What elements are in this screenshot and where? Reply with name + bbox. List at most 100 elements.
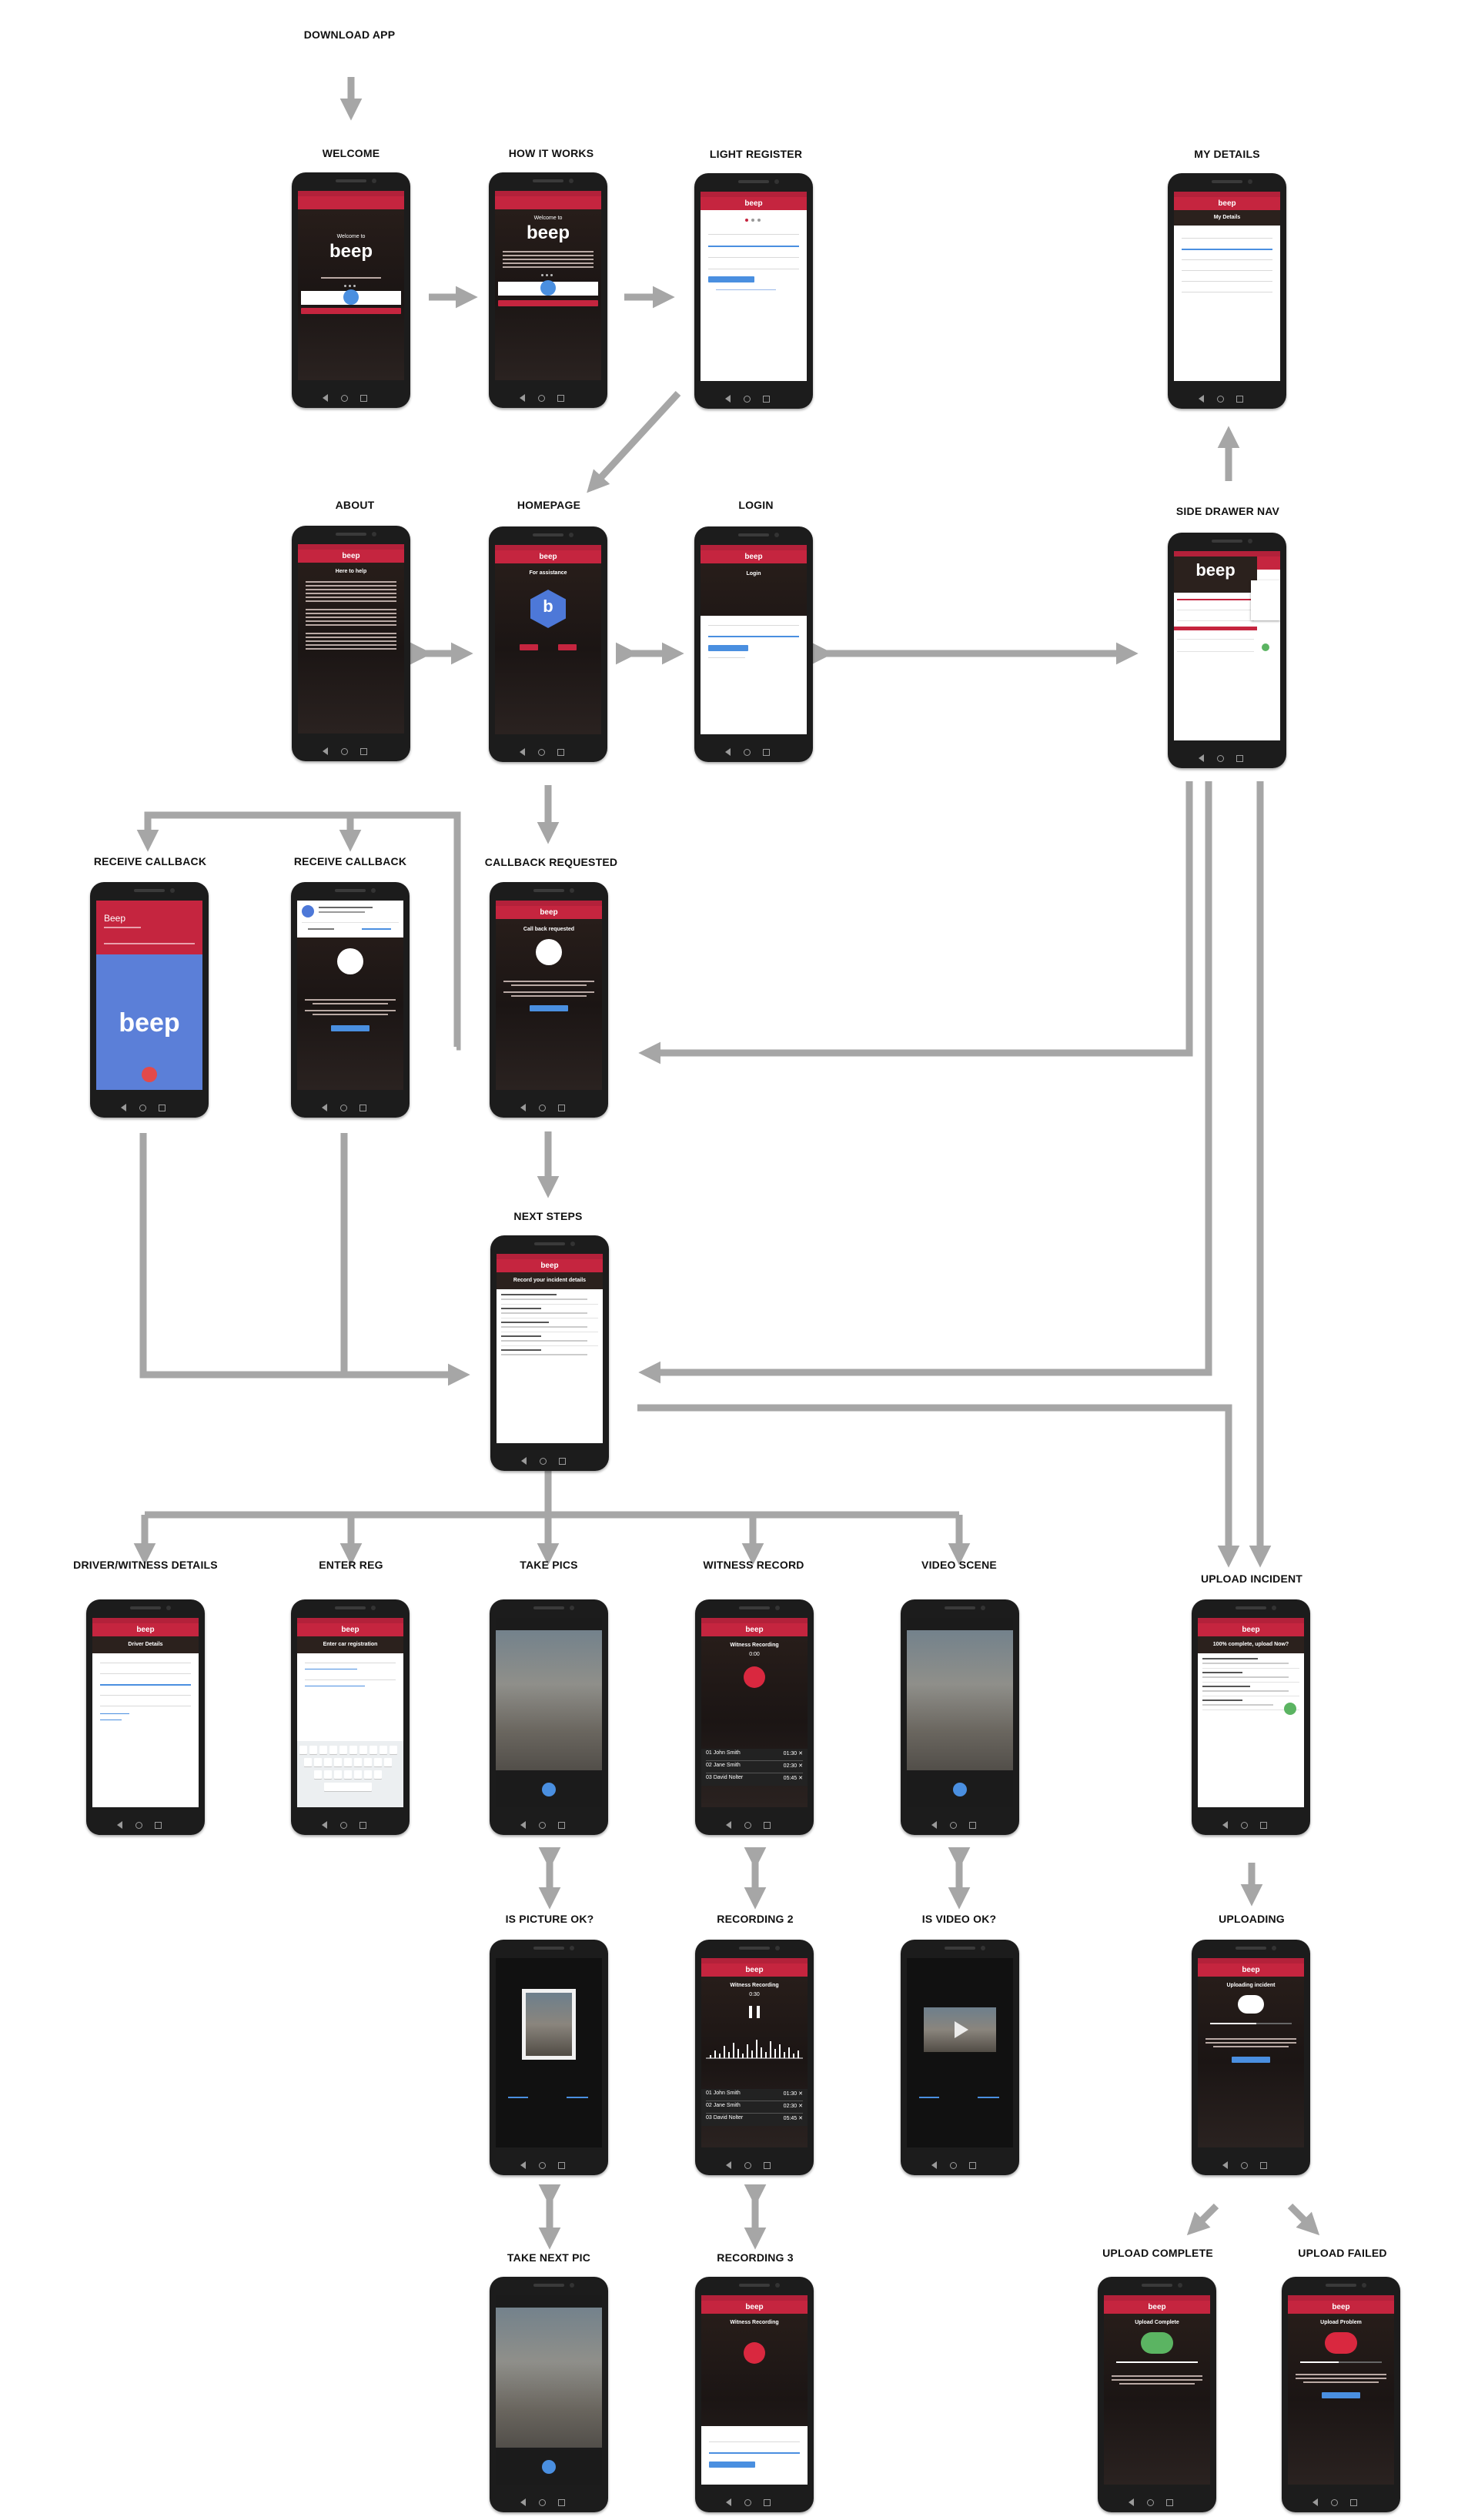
login-submit-button[interactable]	[708, 645, 748, 651]
label-video-scene: VIDEO SCENE	[921, 1559, 997, 1571]
screen-incoming-call: Beep beep	[96, 901, 202, 1090]
upload-complete-title: Upload Complete	[1135, 2320, 1179, 2325]
homepage-title: For assistance	[529, 570, 567, 576]
phone-recording-3[interactable]: beep Witness Recording	[695, 2277, 814, 2512]
phone-callback-requested[interactable]: beep Call back requested	[490, 882, 608, 1118]
label-recording-2: RECORDING 2	[717, 1913, 794, 1925]
phone-call-icon[interactable]	[540, 280, 556, 296]
phone-light-register[interactable]: beep	[694, 173, 813, 409]
phone-take-next-pic[interactable]	[490, 2277, 608, 2512]
beep-logo: beep	[119, 1008, 180, 1038]
phone-about[interactable]: beep Here to help	[292, 526, 410, 761]
label-upload-failed: UPLOAD FAILED	[1298, 2247, 1387, 2259]
screen-how-it-works: Welcome to beep	[495, 191, 601, 380]
phone-my-details[interactable]: beep My Details	[1168, 173, 1286, 409]
record-button[interactable]	[744, 1666, 765, 1688]
arrow-uploading-complete	[1186, 2203, 1219, 2236]
phone-enter-reg[interactable]: beep Enter car registration	[291, 1599, 410, 1835]
phone-upload-failed[interactable]: beep Upload Problem	[1282, 2277, 1400, 2512]
arrow-callback-receive	[136, 811, 461, 1051]
arrow-uploading-failed	[1287, 2203, 1320, 2236]
phone-is-picture-ok[interactable]	[490, 1940, 608, 2175]
beep-notification-icon	[302, 905, 314, 917]
screen-driver-details: beep Driver Details	[92, 1618, 199, 1807]
recording-time: 01:30 ✕	[783, 1751, 803, 1756]
recording-name: 02 Jane Smith	[706, 2103, 741, 2108]
phone-video-scene[interactable]	[901, 1599, 1019, 1835]
screen-recording-3: beep Witness Recording	[701, 2295, 808, 2485]
screen-video-scene	[907, 1618, 1013, 1807]
phone-receive-callback-2[interactable]	[291, 882, 410, 1118]
about-button[interactable]	[558, 644, 577, 650]
arrow-drawer-callback	[638, 781, 1193, 1064]
phone-call-icon[interactable]	[343, 289, 359, 305]
retry-upload-button[interactable]	[1322, 2392, 1360, 2398]
cancel-upload-button[interactable]	[1232, 2057, 1270, 2063]
phone-next-steps[interactable]: beep Record your incident details	[490, 1235, 609, 1471]
label-welcome: WELCOME	[322, 147, 380, 159]
arrow-register-homepage	[587, 390, 681, 493]
play-icon[interactable]	[955, 2021, 968, 2038]
phone-driver-details[interactable]: beep Driver Details	[86, 1599, 205, 1835]
login-title: Login	[746, 571, 761, 577]
login-button[interactable]	[520, 644, 538, 650]
beep-logo: beep	[744, 553, 763, 561]
video-record-icon[interactable]	[953, 1783, 967, 1796]
phone-homepage[interactable]: beep For assistance b	[489, 526, 607, 762]
camera-shutter-icon[interactable]	[542, 2460, 556, 2474]
phone-is-video-ok[interactable]	[901, 1940, 1019, 2175]
recording-2-title: Witness Recording	[730, 1983, 779, 1988]
label-upload-complete: UPLOAD COMPLETE	[1102, 2247, 1213, 2259]
arrow-branch-bar	[145, 1482, 959, 1519]
beep-logo: beep	[342, 552, 360, 560]
save-witness-button[interactable]	[709, 2462, 755, 2468]
recording-time: 05:45 ✕	[783, 1776, 803, 1781]
recording-name: 01 John Smith	[706, 2091, 741, 2096]
phone-side-drawer[interactable]: beep	[1168, 533, 1286, 768]
call-button[interactable]	[530, 1005, 568, 1011]
phone-welcome[interactable]: Welcome to beep	[292, 172, 410, 408]
screen-is-video-ok	[907, 1958, 1013, 2147]
upload-cloud-icon[interactable]	[1284, 1703, 1296, 1715]
camera-shutter-icon[interactable]	[542, 1783, 556, 1796]
b-icon: b	[543, 597, 553, 616]
beep-logo: beep	[744, 199, 763, 208]
end-call-icon[interactable]	[142, 1067, 157, 1082]
beep-logo: beep	[540, 1262, 559, 1270]
phone-login[interactable]: beep Login	[694, 526, 813, 762]
upload-cloud-icon[interactable]	[1262, 643, 1269, 651]
call-button[interactable]	[331, 1025, 370, 1031]
record-button[interactable]	[744, 2342, 765, 2364]
phone-uploading[interactable]: beep Uploading incident	[1192, 1940, 1310, 2175]
keyboard[interactable]	[297, 1741, 403, 1807]
screen-upload-complete: beep Upload Complete	[1104, 2295, 1210, 2485]
label-how-it-works: HOW IT WORKS	[508, 147, 594, 159]
phone-recording-2[interactable]: beep Witness Recording 0:30 01 John Smit…	[695, 1940, 814, 2175]
phone-handset-icon	[536, 939, 562, 965]
cloud-upload-icon	[1238, 1995, 1264, 2014]
phone-upload-incident[interactable]: beep 100% complete, upload Now?	[1192, 1599, 1310, 1835]
screen-upload-incident: beep 100% complete, upload Now?	[1198, 1618, 1304, 1807]
label-login: LOGIN	[738, 499, 774, 511]
phone-receive-callback-1[interactable]: Beep beep	[90, 882, 209, 1118]
beep-logo: beep	[745, 2303, 764, 2311]
phone-take-pics[interactable]	[490, 1599, 608, 1835]
beep-logo: beep	[1148, 2303, 1166, 2311]
phone-upload-complete[interactable]: beep Upload Complete	[1098, 2277, 1216, 2512]
about-title: Here to help	[335, 569, 367, 574]
phone-witness-record[interactable]: beep Witness Recording 0:00 01 John Smit…	[695, 1599, 814, 1835]
phone-how-it-works[interactable]: Welcome to beep	[489, 172, 607, 408]
pause-icon[interactable]	[749, 2006, 760, 2018]
register-button[interactable]	[708, 276, 754, 282]
label-take-pics: TAKE PICS	[520, 1559, 578, 1571]
screen-welcome: Welcome to beep	[298, 191, 404, 380]
screen-light-register: beep	[701, 192, 807, 381]
arrow-drawer-nextsteps	[638, 781, 1212, 1384]
beep-logo: beep	[1332, 2303, 1350, 2311]
